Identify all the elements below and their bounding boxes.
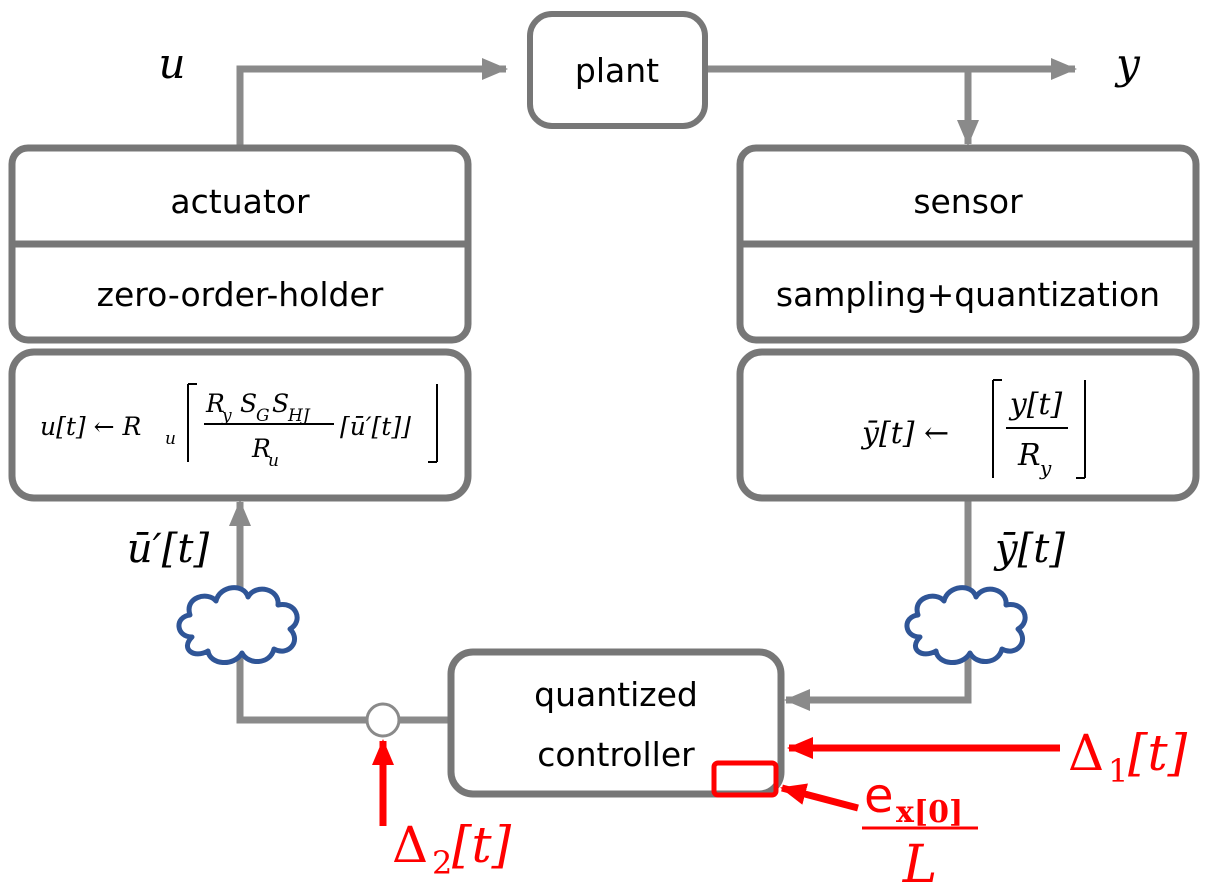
delta2-subscript: 2 <box>432 844 452 882</box>
sampling-quantization-label: sampling+quantization <box>776 275 1160 314</box>
delta2-argument: [t] <box>452 816 512 874</box>
plant-label: plant <box>575 51 659 90</box>
signal-y-bar-label: ȳ[t] <box>993 526 1065 572</box>
actuator-eq-bracket-right <box>428 384 438 463</box>
actuator-eq-lhs: u[t] ← R <box>40 412 141 441</box>
actuator-eq-numerator-r: R <box>205 389 225 418</box>
network-cloud-right-icon <box>904 585 1028 665</box>
actuator-eq-numerator-s1: S <box>240 389 257 418</box>
actuator-eq-inner: ⌈ū′[t]⌋ <box>340 412 411 441</box>
signal-u-bar-prime-label: ū′[t] <box>127 526 210 572</box>
sensor-eq-numerator: y[t] <box>1008 387 1063 422</box>
controller-initial-state-highlight <box>711 760 779 798</box>
sensor-block: sensor sampling+quantization <box>736 144 1200 344</box>
switch-node-icon <box>365 702 401 738</box>
delta1-argument: [t] <box>1128 724 1188 782</box>
signal-u-label: u <box>158 39 185 88</box>
actuator-eq-sub-hj: HJ <box>287 406 311 426</box>
signal-y-label: y <box>1114 39 1141 88</box>
error-arrow <box>780 783 859 812</box>
sensor-equation-box: ȳ[t] ← y[t] R y <box>736 348 1200 502</box>
delta2-symbol: Δ <box>392 816 428 874</box>
delta1-symbol: Δ <box>1068 724 1104 782</box>
delta1-subscript: 1 <box>1108 752 1128 790</box>
sensor-eq-denominator: R <box>1017 438 1041 473</box>
switch-to-actuator-line <box>229 500 367 724</box>
sensor-eq-lhs: ȳ[t] ← <box>860 416 949 451</box>
actuator-eq-bracket-left <box>187 383 197 462</box>
network-cloud-left-icon <box>176 585 300 665</box>
controller-label-line1: quantized <box>534 675 698 714</box>
actuator-eq-denominator: R <box>251 434 271 463</box>
actuator-eq-numerator-s2: S <box>272 389 289 418</box>
sensor-eq-bracket-left <box>992 379 1002 478</box>
actuator-equation-box: u[t] ← R u R y S G S HJ R u ⌈ū′[t]⌋ <box>8 348 472 502</box>
error-numerator-subscript: x[0] <box>896 795 963 830</box>
controller-label-line2: controller <box>537 735 695 774</box>
controller-block: quantized controller <box>447 648 785 798</box>
actuator-to-plant-line <box>236 58 508 148</box>
actuator-eq-denominator-sub: u <box>268 451 279 471</box>
error-denominator: L <box>902 835 938 893</box>
sensor-eq-denominator-sub: y <box>1039 456 1052 480</box>
error-numerator-e: e <box>864 768 894 824</box>
connection-lines <box>229 58 1077 724</box>
zero-order-holder-label: zero-order-holder <box>97 275 384 314</box>
sensor-label: sensor <box>913 182 1023 221</box>
disturbance-arrows <box>372 737 1060 826</box>
actuator-eq-sub-y: y <box>221 406 232 426</box>
actuator-label: actuator <box>170 182 310 221</box>
sensor-to-controller-line <box>784 498 972 711</box>
plant-block: plant <box>527 11 708 129</box>
actuator-eq-sub-g: G <box>256 406 270 426</box>
sensor-eq-bracket-right <box>1076 380 1086 479</box>
actuator-block: actuator zero-order-holder <box>8 144 472 344</box>
actuator-eq-lhs-sub: u <box>165 429 176 449</box>
